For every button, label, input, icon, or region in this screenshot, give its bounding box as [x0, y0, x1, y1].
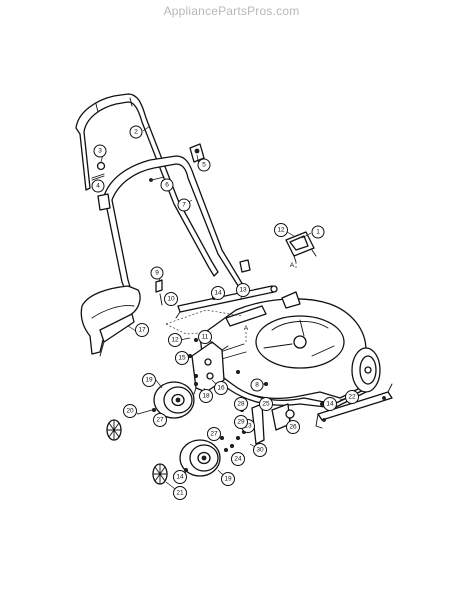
- svg-text:8: 8: [255, 382, 259, 389]
- svg-text:23: 23: [244, 423, 252, 430]
- svg-text:19: 19: [224, 476, 232, 483]
- callout-10: 10: [164, 292, 178, 306]
- callout-27-upper: 27: [153, 413, 167, 427]
- front-wheel-upper: [153, 381, 195, 419]
- svg-text:28: 28: [237, 401, 245, 408]
- callout-4: 4: [91, 179, 105, 193]
- svg-text:30: 30: [256, 447, 264, 454]
- callout-20: 20: [123, 404, 137, 418]
- svg-text:20: 20: [126, 408, 134, 415]
- handle-bracket-left: [97, 193, 111, 211]
- svg-text:9: 9: [155, 270, 159, 277]
- callout-22: 22: [345, 390, 359, 404]
- svg-text:26: 26: [289, 424, 297, 431]
- callout-12-inset: 12: [274, 223, 288, 237]
- svg-text:18: 18: [202, 393, 210, 400]
- svg-text:3: 3: [98, 148, 102, 155]
- callout-15: 15: [175, 351, 189, 365]
- rear-height-adjuster: [251, 403, 295, 445]
- callout-7: 7: [177, 198, 191, 212]
- callout-5: 5: [197, 158, 211, 172]
- callout-21: 21: [173, 486, 187, 500]
- rear-bumper: [315, 383, 393, 429]
- front-axle-bracket: [191, 341, 229, 395]
- callout-9: 9: [150, 266, 164, 280]
- callout-3: 3: [93, 144, 107, 158]
- svg-text:17: 17: [138, 327, 146, 334]
- svg-text:A: A: [244, 325, 249, 332]
- hubcap-lower: [152, 463, 168, 485]
- svg-text:24: 24: [234, 456, 242, 463]
- callout-29: 29: [234, 415, 248, 429]
- hubcap-upper: [106, 419, 122, 441]
- svg-text:22: 22: [348, 394, 356, 401]
- svg-text:12: 12: [171, 337, 179, 344]
- svg-text:5: 5: [202, 162, 206, 169]
- svg-text:14: 14: [326, 401, 334, 408]
- svg-text:15: 15: [178, 355, 186, 362]
- callout-11: 11: [198, 330, 212, 344]
- front-wheel-lower: [179, 439, 221, 477]
- svg-text:14: 14: [176, 474, 184, 481]
- callout-30: 30: [253, 443, 267, 457]
- svg-text:4: 4: [96, 183, 100, 190]
- handle-bolt-mid: [149, 176, 165, 182]
- watermark: AppliancePartsPros.com: [163, 4, 300, 18]
- callout-26: 26: [286, 420, 300, 434]
- svg-text:12: 12: [277, 227, 285, 234]
- svg-text:1: 1: [316, 229, 320, 236]
- callout-14-bumper: 14: [323, 397, 337, 411]
- svg-text:14: 14: [214, 290, 222, 297]
- callout-19-lower: 19: [221, 472, 235, 486]
- handle-knob-upper: [91, 161, 106, 181]
- callout-18: 18: [199, 389, 213, 403]
- callout-1: 1: [311, 225, 325, 239]
- callout-25: 25: [259, 397, 273, 411]
- callout-12-bracket: 12: [168, 333, 182, 347]
- view-marker-a-deck: A: [244, 325, 249, 332]
- callout-14-rod: 14: [211, 286, 225, 300]
- svg-text:10: 10: [167, 296, 175, 303]
- callout-13: 13: [236, 283, 250, 297]
- handle-bracket-right: [189, 143, 205, 163]
- svg-text:19: 19: [145, 377, 153, 384]
- callout-28: 28: [234, 397, 248, 411]
- svg-text:16: 16: [217, 385, 225, 392]
- rear-wheel-right: [351, 347, 381, 393]
- callout-14-wheel: 14: [173, 470, 187, 484]
- svg-text:A: A: [290, 262, 295, 269]
- svg-text:2: 2: [134, 129, 138, 136]
- callout-2: 2: [129, 125, 143, 139]
- svg-text:7: 7: [182, 202, 186, 209]
- upper-handle: [75, 93, 219, 277]
- callout-8: 8: [250, 378, 264, 392]
- svg-text:21: 21: [176, 490, 184, 497]
- grass-bag: [80, 285, 141, 357]
- view-marker-a-inset: A: [290, 262, 295, 269]
- callout-6: 6: [160, 178, 174, 192]
- svg-text:6: 6: [165, 182, 169, 189]
- lower-handle: [103, 155, 247, 303]
- mower-deck: [199, 291, 369, 409]
- callout-24: 24: [231, 452, 245, 466]
- view-a-inset-bracket: [285, 231, 317, 263]
- svg-text:29: 29: [237, 419, 245, 426]
- callout-16: 16: [214, 381, 228, 395]
- svg-text:25: 25: [262, 401, 270, 408]
- callout-17: 17: [135, 323, 149, 337]
- assembly-lines: [165, 262, 297, 342]
- svg-text:11: 11: [202, 334, 209, 341]
- callout-27-lower: 27: [207, 427, 221, 441]
- svg-text:13: 13: [239, 287, 247, 294]
- svg-text:27: 27: [156, 417, 164, 424]
- handle-clips: [155, 259, 251, 306]
- callout-19-upper: 19: [142, 373, 156, 387]
- svg-text:27: 27: [210, 431, 218, 438]
